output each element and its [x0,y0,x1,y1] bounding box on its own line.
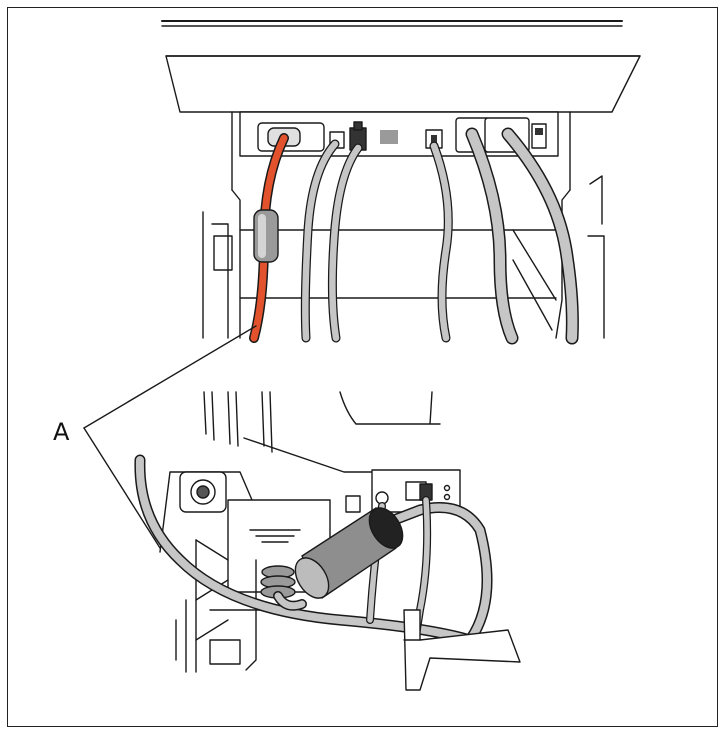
top-device-view [161,20,641,345]
callout-label: A [53,418,70,446]
ferrite-core-icon [253,209,279,263]
power-switch-icon [531,123,547,149]
figure-frame [7,7,718,727]
coiled-cable [260,565,307,611]
bottom-detail-view [134,391,521,691]
ferrite-core-large-icon [294,507,404,599]
callout-lines [83,325,257,549]
ethernet-port-icon [349,121,367,151]
serial-port-icon [257,122,325,152]
